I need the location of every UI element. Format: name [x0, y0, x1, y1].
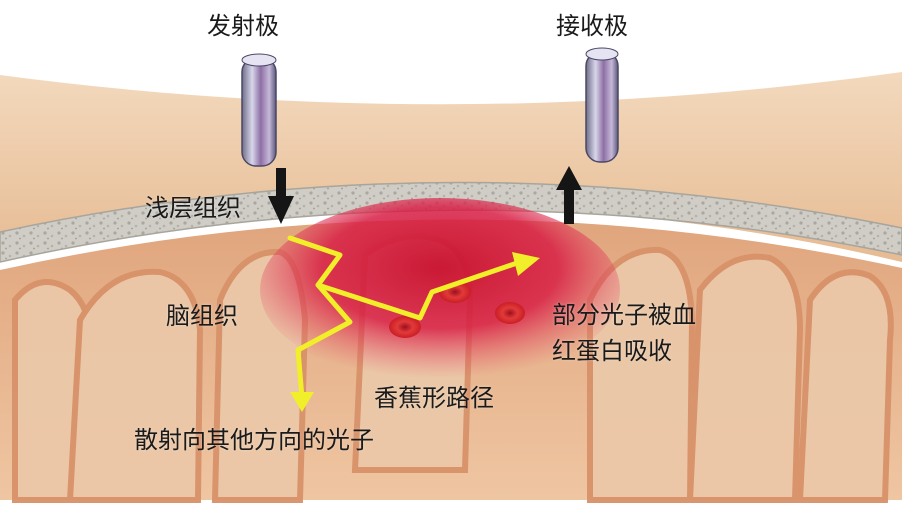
receiver-label: 接收极 — [556, 14, 628, 38]
emitter-probe-icon — [242, 54, 276, 166]
hemoglobin-absorption-label: 部分光子被血 红蛋白吸收 — [552, 297, 696, 369]
receiver-probe-icon — [586, 48, 618, 162]
emitter-label: 发射极 — [207, 14, 279, 38]
banana-path-label: 香蕉形路径 — [374, 386, 494, 410]
scattered-photons-label: 散射向其他方向的光子 — [134, 428, 374, 452]
shallow-tissue-label: 浅层组织 — [145, 196, 241, 220]
absorption-line-2: 红蛋白吸收 — [552, 333, 696, 369]
absorption-line-1: 部分光子被血 — [552, 297, 696, 333]
brain-tissue-label: 脑组织 — [166, 304, 238, 328]
